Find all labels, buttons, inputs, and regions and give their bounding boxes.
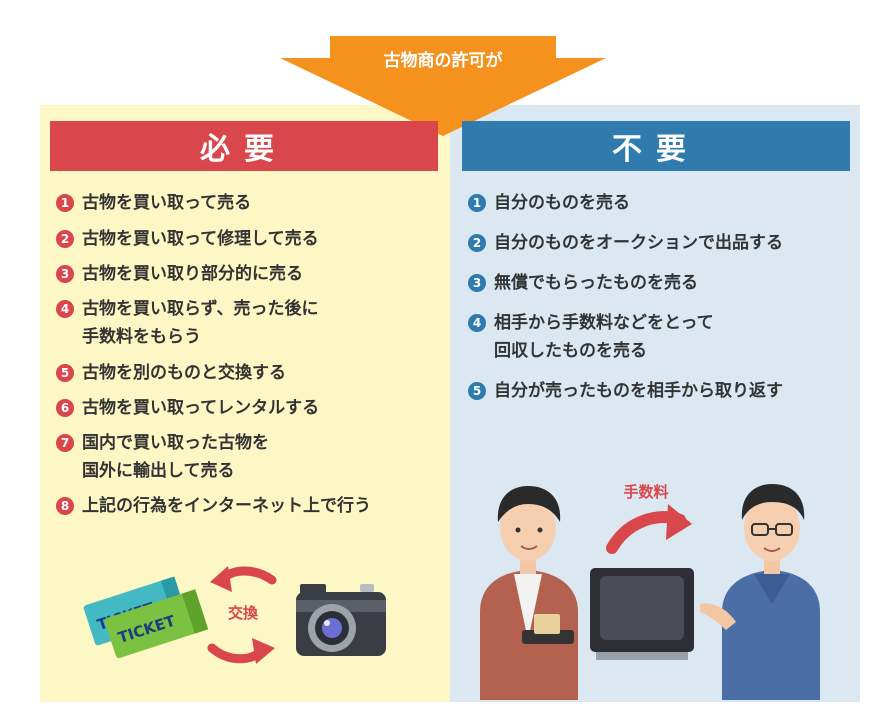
item-text: 古物を買い取らず、売った後に (82, 299, 319, 319)
item-text: 自分が売ったものを相手から取り返す (494, 381, 783, 401)
list-item: 7 国内で買い取った古物を 国外に輸出して売る (56, 429, 446, 485)
item-text: 古物を別のものと交換する (82, 363, 286, 383)
list-item: 1 古物を買い取って売る (56, 189, 446, 217)
item-text: 自分のものを売る (494, 193, 630, 213)
list-item: 3 古物を買い取り部分的に売る (56, 260, 446, 288)
list-item: 4 相手から手数料などをとって 回収したものを売る (468, 309, 858, 365)
item-text: 手数料をもらう (82, 327, 201, 347)
list-item: 2 自分のものをオークションで出品する (468, 229, 858, 257)
item-text: 国内で買い取った古物を (82, 433, 269, 453)
required-list: 1 古物を買い取って売る 2 古物を買い取って修理して売る 3 古物を買い取り部… (56, 189, 446, 520)
list-item: 6 古物を買い取ってレンタルする (56, 394, 446, 422)
list-item: 8 上記の行為をインターネット上で行う (56, 492, 446, 520)
item-number: 1 (468, 194, 486, 212)
item-text: 古物を買い取り部分的に売る (82, 264, 303, 284)
list-item: 5 古物を別のものと交換する (56, 359, 446, 387)
item-number: 2 (468, 234, 486, 252)
item-text: 国外に輸出して売る (82, 461, 235, 481)
item-number: 4 (56, 300, 74, 318)
permit-arrow (280, 36, 606, 136)
item-number: 3 (56, 265, 74, 283)
list-item: 1 自分のものを売る (468, 189, 858, 217)
item-number: 6 (56, 399, 74, 417)
item-number: 8 (56, 497, 74, 515)
exchange-label: 交換 (227, 604, 258, 622)
list-item: 4 古物を買い取らず、売った後に 手数料をもらう (56, 295, 446, 351)
item-text: 自分のものをオークションで出品する (494, 233, 783, 253)
required-title: 必要 (50, 121, 438, 171)
item-text: 古物を買い取ってレンタルする (82, 398, 320, 418)
not-required-list: 1 自分のものを売る 2 自分のものをオークションで出品する 3 無償でもらった… (468, 189, 858, 405)
item-text: 相手から手数料などをとって (494, 313, 714, 333)
item-number: 3 (468, 274, 486, 292)
list-item: 2 古物を買い取って修理して売る (56, 225, 446, 253)
item-text: 回収したものを売る (494, 341, 647, 361)
fee-label: 手数料 (623, 483, 669, 501)
list-item: 3 無償でもらったものを売る (468, 269, 858, 297)
permit-arrow-label: 古物商の許可が (383, 51, 503, 71)
item-text: 無償でもらったものを売る (494, 273, 698, 293)
item-number: 5 (56, 364, 74, 382)
item-text: 古物を買い取って修理して売る (82, 229, 319, 249)
item-number: 4 (468, 314, 486, 332)
not-required-title: 不要 (462, 121, 850, 171)
item-text: 上記の行為をインターネット上で行う (82, 496, 371, 516)
item-number: 7 (56, 434, 74, 452)
item-number: 1 (56, 194, 74, 212)
item-number: 5 (468, 382, 486, 400)
list-item: 5 自分が売ったものを相手から取り返す (468, 377, 858, 405)
item-text: 古物を買い取って売る (82, 193, 252, 213)
item-number: 2 (56, 230, 74, 248)
